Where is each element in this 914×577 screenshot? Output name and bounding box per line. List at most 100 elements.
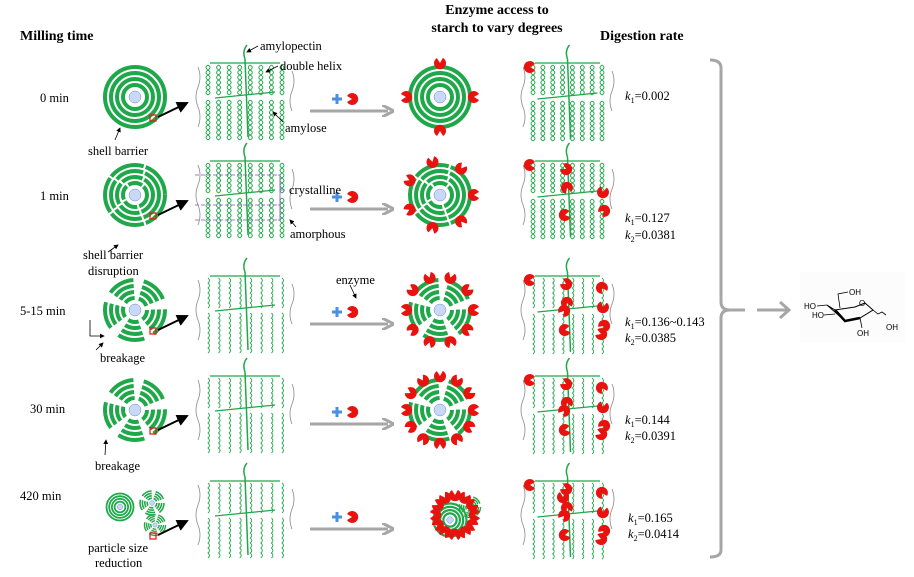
row-2-digested-granule-ring bbox=[420, 290, 460, 330]
row-2-structure-amylose bbox=[195, 279, 201, 341]
row-4-digested-structure-chain bbox=[532, 518, 535, 560]
row-1-bound-enzyme bbox=[455, 215, 468, 228]
row-3-structure-branch bbox=[210, 375, 280, 412]
row-4-bound-enzyme bbox=[468, 509, 480, 522]
row-4-digested-structure-amylose bbox=[520, 484, 526, 546]
row-2-digested-structure-chain bbox=[581, 277, 585, 309]
row-4-bound-enzyme bbox=[466, 499, 479, 512]
row-2-structure-enzyme bbox=[560, 278, 573, 291]
row-4-digested-fragment-ring bbox=[442, 512, 458, 528]
annotation-arrow bbox=[272, 111, 284, 123]
row-1-structure-enzyme bbox=[523, 158, 535, 171]
glucose-arrow bbox=[757, 300, 792, 320]
row-1-bound-enzyme bbox=[455, 162, 468, 175]
row-2-granule-ring bbox=[121, 296, 149, 324]
summary-bracket bbox=[709, 58, 745, 559]
label-amylopectin: amylopectin bbox=[260, 39, 323, 53]
row-2-structure-branch bbox=[210, 275, 280, 312]
row-0-bound-enzyme bbox=[434, 124, 446, 137]
row-2-digested-structure-amylose bbox=[520, 279, 526, 341]
row-2-bound-enzyme bbox=[444, 272, 457, 284]
row-3-structure-chain bbox=[281, 412, 284, 454]
row-1-structure-helix bbox=[216, 197, 220, 239]
row-1-digested-structure-helix bbox=[569, 198, 574, 240]
row-4-structure-enzyme bbox=[560, 483, 573, 496]
row-4-digested-fragment-hilum bbox=[446, 516, 454, 524]
row-2-structure-chain bbox=[217, 277, 221, 309]
row-4-structure-chain bbox=[228, 482, 232, 514]
row-3-structure-enzyme bbox=[558, 424, 571, 437]
row-0-digested-structure-helix bbox=[589, 64, 593, 96]
row-2-structure-chain bbox=[228, 277, 232, 309]
row-1-structure-helix bbox=[247, 162, 252, 194]
row-3-enzyme-icon bbox=[347, 405, 359, 418]
row-1-granule-hilum bbox=[128, 188, 142, 202]
row-3-digested-structure-chain bbox=[581, 377, 585, 409]
row-4-structure-amylose bbox=[289, 488, 295, 530]
row-4-bound-enzyme bbox=[466, 518, 479, 531]
label-amylose: amylose bbox=[285, 121, 327, 135]
row-0-structure-trunk bbox=[243, 44, 249, 138]
row-4-fragment-ring bbox=[113, 500, 127, 514]
row-4-bound-enzyme bbox=[429, 509, 442, 521]
row-1-bound-enzyme bbox=[467, 189, 479, 201]
row-4-fragment-ring bbox=[146, 497, 158, 509]
row-4-fragment-ring bbox=[150, 520, 160, 530]
row-3-bound-enzyme bbox=[400, 404, 413, 416]
row-2-bound-enzyme bbox=[444, 336, 457, 349]
row-4-structure-chain bbox=[249, 517, 253, 559]
k1-row-2: k1=0.136~0.143 bbox=[625, 315, 705, 331]
label-shell-barrier-disruption-2: disruption bbox=[88, 264, 139, 278]
row-2-granule-hilum bbox=[128, 303, 142, 317]
row-4-zoom-arrow bbox=[157, 519, 189, 536]
label-crystalline: crystalline bbox=[289, 183, 342, 197]
row-1-granule-ring bbox=[121, 181, 149, 209]
row-1-structure-enzyme bbox=[560, 163, 573, 176]
k2-row-3: k2=0.0391 bbox=[625, 429, 676, 445]
row-0-structure-helix bbox=[268, 99, 273, 141]
row-2-digested-structure-amylose bbox=[609, 283, 615, 325]
row-3-bound-enzyme bbox=[463, 420, 476, 433]
row-2-structure-chain bbox=[281, 277, 284, 309]
row-0-digested-structure-helix bbox=[569, 100, 574, 142]
row-1-digested-structure-helix bbox=[530, 198, 534, 240]
row-1-digested-structure-amylose bbox=[609, 168, 615, 210]
row-3-digested-structure-chain bbox=[552, 377, 555, 409]
row-3-structure-chain bbox=[270, 377, 274, 409]
k1-row-1: k1=0.127 bbox=[625, 211, 670, 227]
row-2-digested-granule-ring bbox=[426, 296, 454, 324]
row-3-digested-structure-chain bbox=[532, 413, 535, 455]
row-1-structure-helix bbox=[279, 162, 283, 194]
row-3-structure-chain bbox=[281, 377, 284, 409]
row-3-structure-chain bbox=[260, 377, 263, 409]
row-3-structure-amylose bbox=[289, 383, 295, 425]
row-2-structure-enzyme bbox=[595, 281, 608, 294]
row-3-structure-chain bbox=[217, 412, 221, 454]
row-1-digested-structure-helix bbox=[550, 162, 554, 194]
row-4-structure-enzyme bbox=[598, 524, 611, 537]
region-bracket bbox=[278, 174, 285, 221]
row-3-structure-chain bbox=[217, 377, 221, 409]
row-2-structure-chain bbox=[207, 312, 210, 354]
row-3-structure-chain bbox=[249, 377, 253, 409]
row-3-structure-chain bbox=[239, 377, 242, 409]
row-1-structure-enzyme bbox=[596, 186, 609, 199]
row-2-structure-chain bbox=[270, 277, 274, 309]
row-4-structure-chain bbox=[217, 517, 221, 559]
row-4-digested-structure-chain bbox=[542, 482, 545, 514]
row-1-digested-structure-helix bbox=[540, 162, 544, 194]
label-particle-size-1: particle size bbox=[88, 541, 148, 555]
row-2-bound-enzyme bbox=[400, 304, 413, 316]
row-2-granule-ring bbox=[115, 290, 155, 330]
row-0-structure-helix bbox=[216, 64, 220, 96]
row-1-bound-enzyme bbox=[403, 203, 416, 216]
row-0-structure-helix bbox=[226, 64, 230, 96]
row-2-structure-chain bbox=[249, 312, 253, 354]
row-1-structure-enzyme bbox=[598, 204, 611, 217]
row-0-structure-helix bbox=[279, 99, 283, 141]
row-2-structure-chain bbox=[239, 277, 242, 309]
row-3-zoom-arrow bbox=[157, 414, 189, 431]
glucose-oh-bottom: OH bbox=[857, 329, 869, 338]
header-enzyme-access-1: Enzyme access to bbox=[445, 3, 548, 18]
row-0-digested-structure-trunk bbox=[565, 44, 572, 140]
